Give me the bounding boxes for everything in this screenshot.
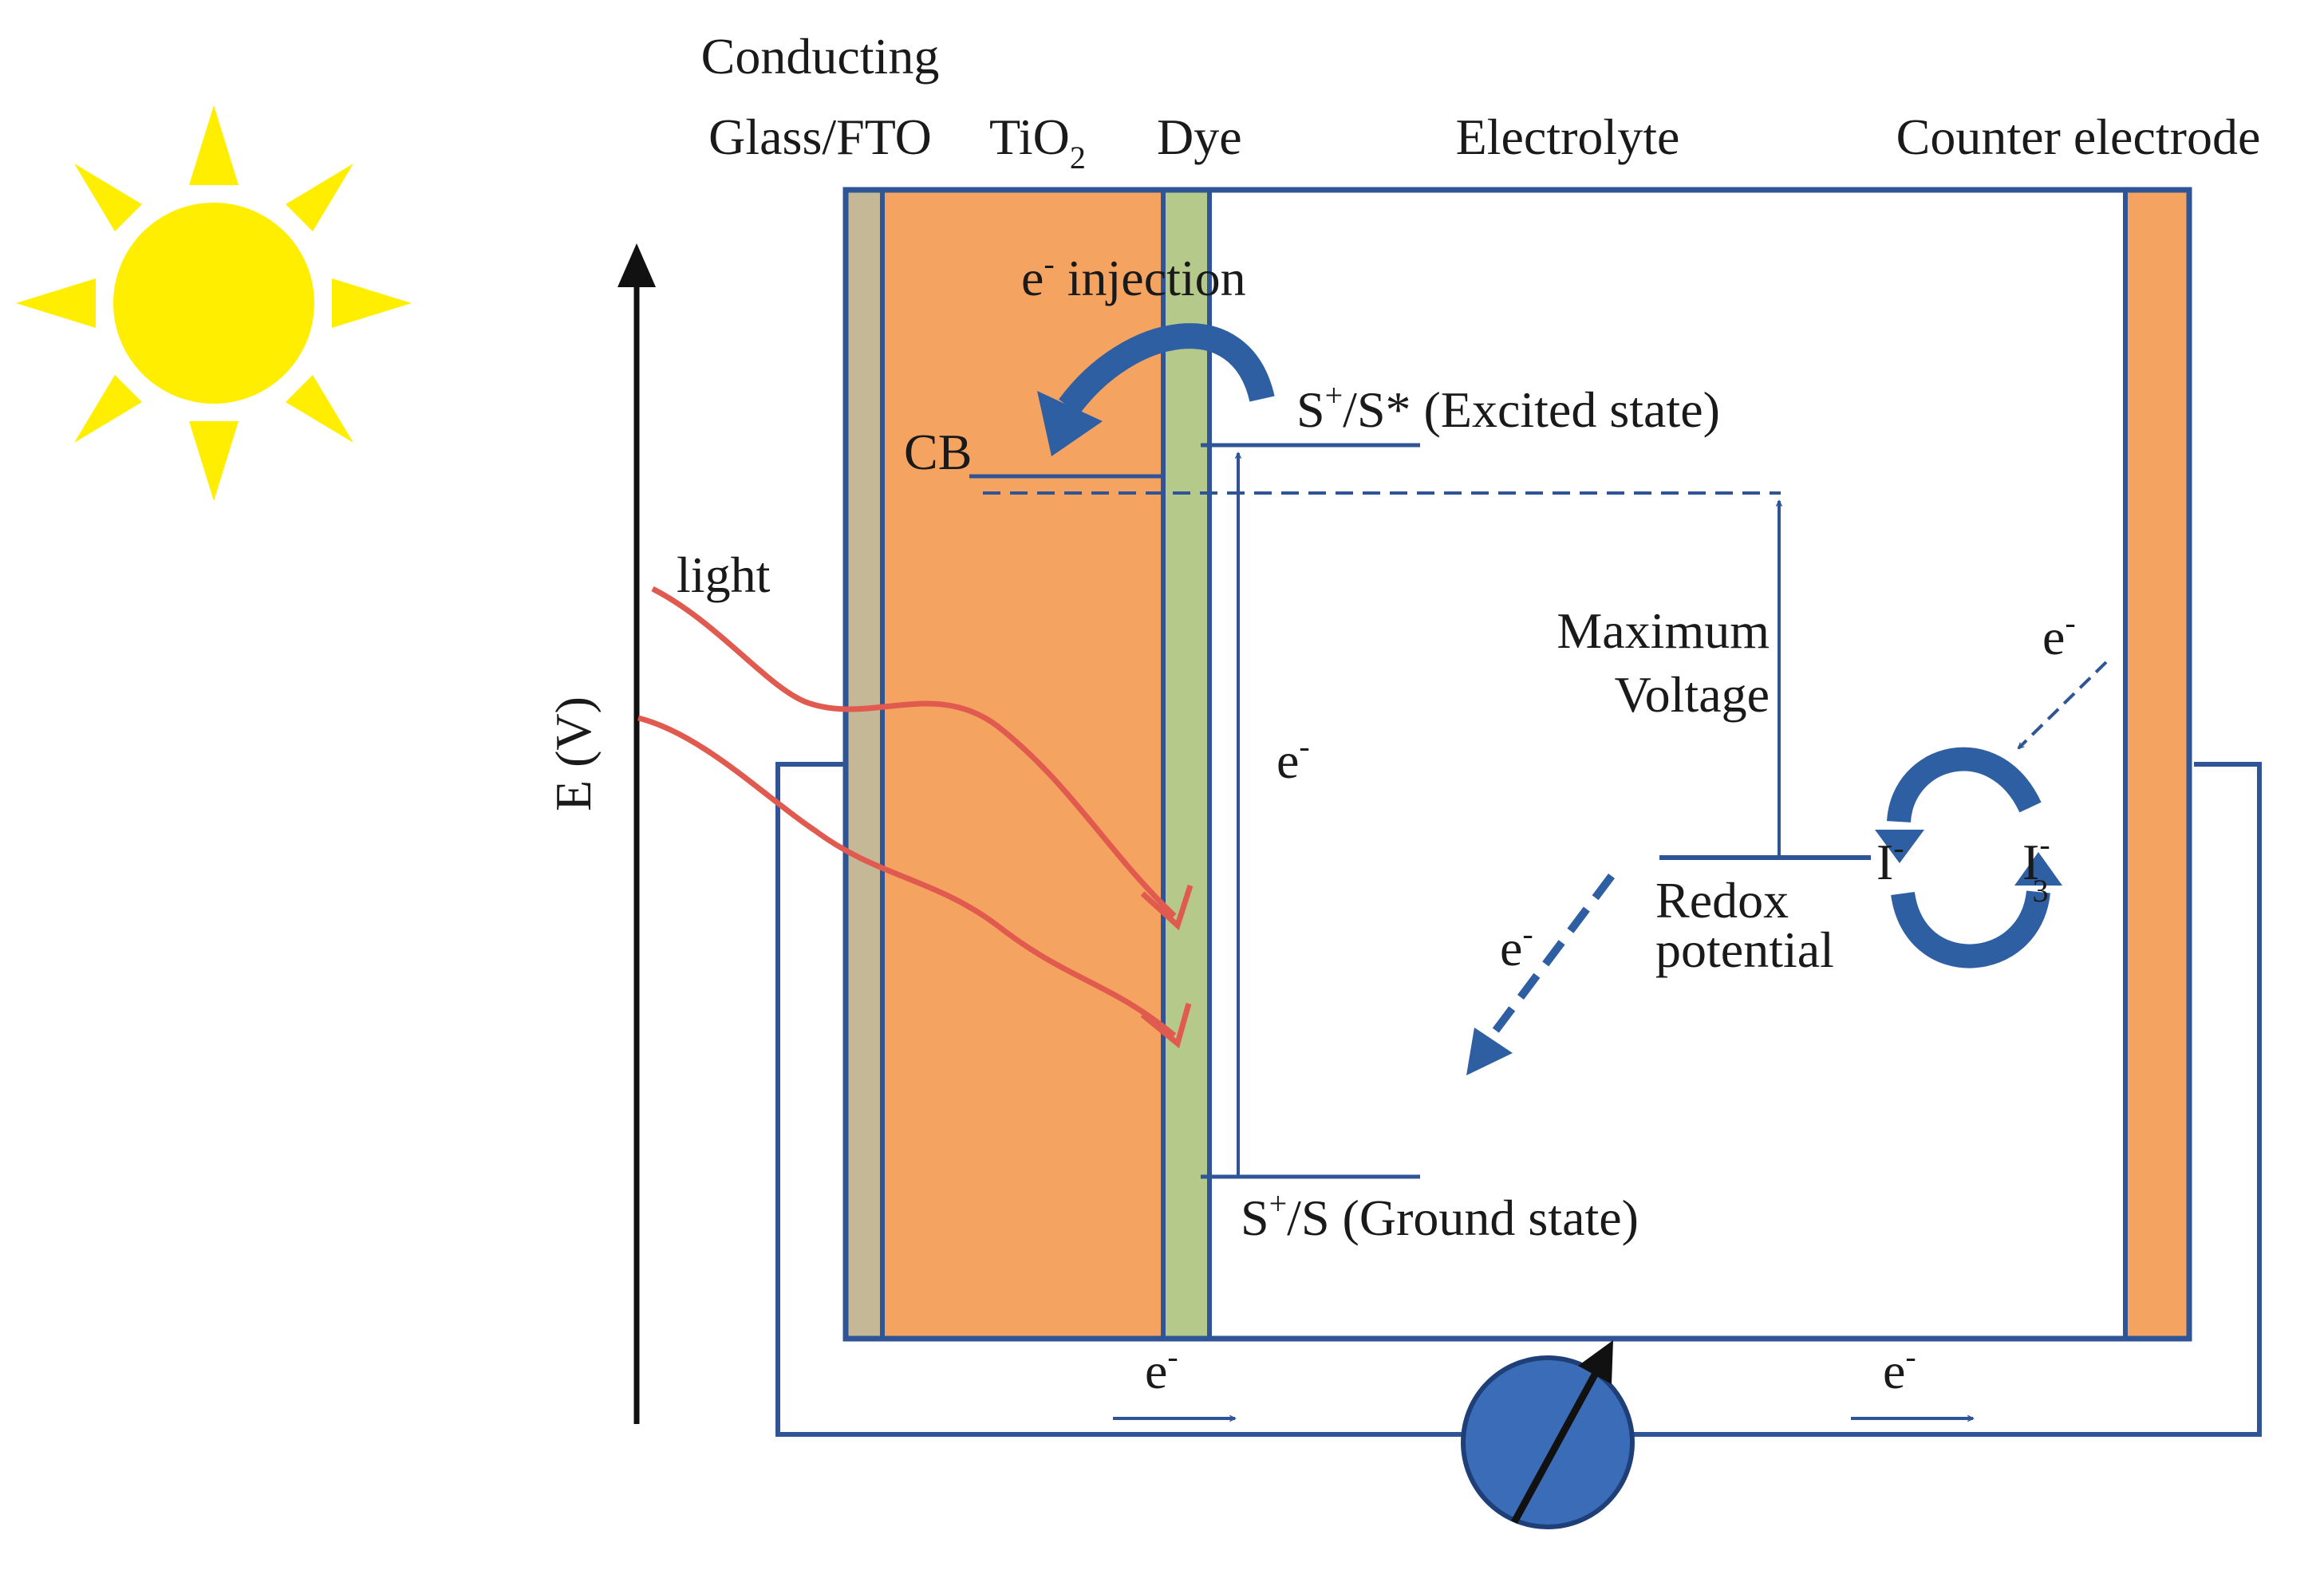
circuit-electron-left-label: e- — [1145, 1339, 1178, 1399]
injection-arrow — [1059, 323, 1275, 415]
max-voltage-label-line2: Voltage — [1615, 666, 1770, 723]
ground-state-label: S+/S (Ground state) — [1241, 1185, 1639, 1246]
meter-icon — [1461, 1340, 1635, 1529]
counter-electrode-layer — [2123, 187, 2192, 1341]
light-arrows — [637, 586, 1194, 1049]
sun-icon — [16, 105, 412, 501]
redox-electron-arrow — [1489, 874, 1615, 1038]
energy-axis-label: E (V) — [545, 696, 602, 811]
external-circuit-wire — [775, 762, 2262, 1437]
counter-electron-arrow — [2017, 661, 2108, 750]
energy-axis — [617, 243, 656, 1424]
cycle-arrowhead-left — [1875, 830, 1924, 863]
tio2-layer — [880, 187, 1166, 1341]
electrolyte-label: Electrolyte — [1456, 108, 1680, 165]
cb-label: CB — [904, 424, 972, 480]
tio2-label: TiO2 — [989, 108, 1086, 176]
cycle-arrowhead-right — [2014, 852, 2062, 886]
triiodide-label: I-3 — [2022, 826, 2050, 909]
redox-label-line2: potential — [1655, 921, 1834, 978]
redox-electron-arrowhead — [1466, 1028, 1513, 1075]
glass-fto-layer — [843, 187, 885, 1341]
dye-layer — [1161, 187, 1212, 1341]
glass-label-line1: Conducting — [701, 28, 940, 85]
glass-label-line2: Glass/FTO — [708, 108, 932, 165]
cell-outline — [842, 187, 2192, 1342]
electron-label-counter: e- — [2042, 605, 2076, 665]
circuit-electron-right-label: e- — [1883, 1339, 1916, 1399]
injection-arrowhead — [1037, 391, 1103, 456]
iodide-label: I- — [1876, 830, 1904, 890]
electron-label-mid: e- — [1276, 728, 1310, 789]
dye-label: Dye — [1157, 108, 1242, 165]
redox-cycle-arrows — [1887, 747, 2050, 968]
excited-state-label: S+/S* (Excited state) — [1296, 377, 1720, 438]
electron-label-redox: e- — [1500, 916, 1533, 976]
max-voltage-label-line1: Maximum — [1557, 602, 1770, 659]
counter-electrode-label: Counter electrode — [1896, 108, 2261, 165]
injection-label: e- injection — [1021, 246, 1246, 306]
redox-label-line1: Redox — [1655, 872, 1789, 929]
light-label: light — [677, 546, 771, 603]
